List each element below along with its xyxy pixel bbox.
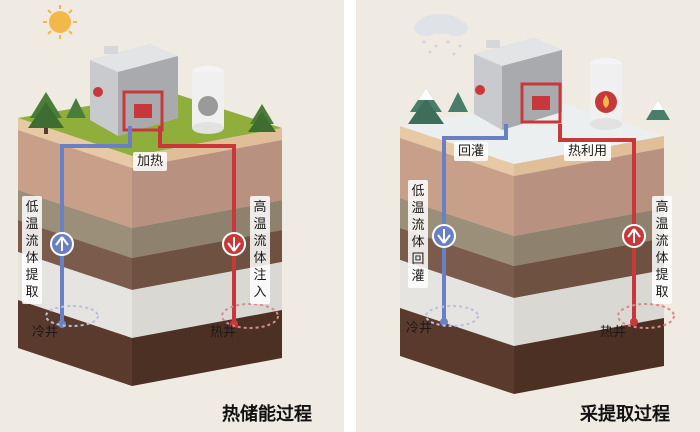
heat-label: 加热 bbox=[133, 152, 168, 171]
panel-caption: 采提取过程 bbox=[580, 404, 670, 425]
cold-well-label: 冷井 bbox=[32, 325, 59, 340]
hot-well-zone bbox=[221, 303, 279, 329]
cold-flow-label: 低温流体提取 bbox=[22, 196, 42, 304]
snow-cloud-icon bbox=[414, 14, 468, 56]
cold-flow-label: 低温流体回灌 bbox=[408, 180, 428, 288]
hot-well-label: 热井 bbox=[600, 325, 627, 340]
hot-well-zone bbox=[617, 303, 675, 329]
down-arrow-icon bbox=[432, 224, 456, 248]
hot-flow-label: 高温流体注入 bbox=[250, 196, 270, 304]
panel-caption: 热储能过程 bbox=[222, 404, 312, 425]
sun-icon bbox=[43, 5, 77, 39]
cold-well-zone bbox=[425, 305, 479, 327]
hot-well-label: 热井 bbox=[210, 325, 237, 340]
plant-building bbox=[90, 44, 224, 136]
hot-flow-label: 高温流体提取 bbox=[652, 196, 672, 304]
down-arrow-icon bbox=[222, 232, 246, 256]
extraction-process-panel: 回灌 热利用 低温流体回灌 高温流体提取 冷井 热井 采提取过程 bbox=[356, 0, 700, 432]
up-arrow-icon bbox=[622, 224, 646, 248]
snowy-tree-icon bbox=[408, 88, 670, 124]
storage-process-panel: 加热 低温流体提取 高温流体注入 冷井 热井 热储能过程 bbox=[0, 0, 344, 432]
cold-well-zone bbox=[45, 305, 99, 327]
heat-use-label: 热利用 bbox=[564, 142, 612, 161]
cold-well-label: 冷井 bbox=[406, 321, 433, 336]
tree-icon bbox=[28, 92, 276, 134]
storage-diagram bbox=[18, 5, 282, 386]
recharge-label: 回灌 bbox=[454, 142, 489, 161]
plant-building bbox=[474, 38, 622, 130]
up-arrow-icon bbox=[50, 232, 74, 256]
